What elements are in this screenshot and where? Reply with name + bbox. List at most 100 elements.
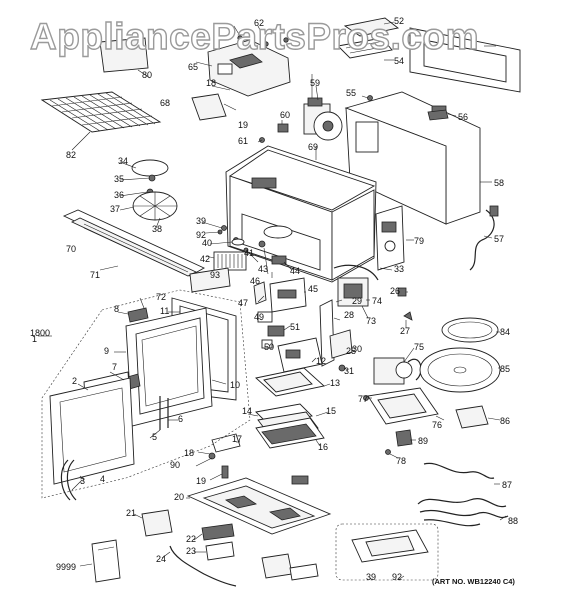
part-label-50: 50	[264, 342, 274, 352]
part-label-22: 22	[186, 534, 196, 544]
part-label-45: 45	[308, 284, 318, 294]
part-label-1800: 1800	[30, 328, 50, 338]
part-28-latch[interactable]	[319, 299, 353, 372]
part-9999-manual[interactable]	[91, 539, 121, 583]
part-label-24: 24	[156, 554, 166, 564]
part-58-outer-case[interactable]	[344, 91, 481, 225]
part-label-79: 79	[414, 236, 424, 246]
part-label-36: 36	[114, 190, 124, 200]
inset-detail-39-92[interactable]	[335, 523, 439, 581]
part-label-71: 71	[90, 270, 100, 280]
part-label-51: 51	[290, 322, 300, 332]
part-label-42: 42	[200, 254, 210, 264]
part-label-29: 29	[352, 296, 362, 306]
part-79-board[interactable]	[375, 205, 405, 271]
part-37-roller[interactable]	[131, 159, 178, 221]
part-label-4: 4	[100, 474, 105, 484]
part-label-35: 35	[114, 174, 124, 184]
part-87-88-harness[interactable]	[417, 462, 509, 527]
part-label-13: 13	[330, 378, 340, 388]
part-label-10: 10	[230, 380, 240, 390]
part-label-74: 74	[372, 296, 382, 306]
part-label-47: 47	[238, 298, 248, 308]
part-label-78: 78	[396, 456, 406, 466]
part-75-motor[interactable]	[373, 357, 422, 385]
part-label-6: 6	[178, 414, 183, 424]
part-label-2: 2	[72, 376, 77, 386]
part-85-turntable[interactable]	[419, 347, 501, 393]
part-label-23: 23	[186, 546, 196, 556]
part-label-40: 40	[202, 238, 212, 248]
part-52-54-vent[interactable]	[337, 17, 400, 59]
part-13-tray[interactable]	[255, 337, 325, 397]
part-label-60: 60	[280, 110, 290, 120]
part-label-55: 55	[346, 88, 356, 98]
part-label-31: 31	[344, 366, 354, 376]
part-label-9: 9	[104, 346, 109, 356]
part-label-86: 86	[500, 416, 510, 426]
part-label-1: 1	[32, 334, 37, 344]
part-82-grille[interactable]	[40, 91, 162, 133]
part-label-26: 26	[390, 286, 400, 296]
part-label-7: 7	[112, 362, 117, 372]
part-label-89: 89	[418, 436, 428, 446]
part-label-62: 62	[254, 18, 264, 28]
part-76-base[interactable]	[363, 387, 439, 425]
part-label-41: 41	[244, 248, 254, 258]
part-label-30: 30	[352, 344, 362, 354]
part-17-bracket[interactable]	[208, 433, 241, 479]
part-label-17: 17	[232, 434, 242, 444]
part-label-92-2: 92	[392, 572, 402, 582]
part-label-46: 46	[250, 276, 260, 286]
part-label-37: 37	[110, 204, 120, 214]
part-80-filter[interactable]	[99, 37, 149, 73]
part-label-38: 38	[152, 224, 162, 234]
part-label-84: 84	[500, 327, 510, 337]
part-label-77: 77	[358, 394, 368, 404]
leader-lines	[38, 21, 507, 581]
part-label-28: 28	[344, 310, 354, 320]
part-label-52: 52	[394, 16, 404, 26]
part-label-57: 57	[494, 234, 504, 244]
part-label-19: 19	[196, 476, 206, 486]
part-label-76: 76	[432, 420, 442, 430]
part-label-56: 56	[458, 112, 468, 122]
part-45-control[interactable]	[253, 277, 307, 313]
part-label-43: 43	[258, 264, 268, 274]
part-1800-door-assembly[interactable]	[41, 289, 251, 501]
part-label-73: 73	[366, 316, 376, 326]
part-label-90: 90	[170, 460, 180, 470]
part-59-blower[interactable]	[303, 97, 343, 141]
part-label-44: 44	[290, 266, 300, 276]
part-label-27: 27	[400, 326, 410, 336]
part-3-frame[interactable]	[409, 27, 521, 93]
part-68-plate[interactable]	[191, 93, 227, 121]
part-label-72: 72	[156, 292, 166, 302]
part-label-69: 69	[308, 142, 318, 152]
part-16-tray[interactable]	[255, 403, 325, 449]
part-label-88: 88	[508, 516, 518, 526]
part-cavity[interactable]	[225, 145, 377, 283]
part-label-18-2: 18	[206, 78, 216, 88]
part-label-39-2: 39	[366, 572, 376, 582]
part-label-14: 14	[242, 406, 252, 416]
part-label-85: 85	[500, 364, 510, 374]
part-drawings	[38, 17, 521, 587]
part-label-80: 80	[142, 70, 152, 80]
part-70-grille[interactable]	[62, 209, 205, 277]
part-label-19-2: 19	[238, 120, 248, 130]
part-42-vent[interactable]	[213, 251, 247, 271]
part-label-25: 25	[346, 346, 356, 356]
part-label-75: 75	[414, 342, 424, 352]
part-65-bracket[interactable]	[207, 39, 291, 97]
part-label-20: 20	[174, 492, 184, 502]
part-label-16: 16	[318, 442, 328, 452]
part-20-bottom[interactable]	[186, 475, 332, 535]
part-74-transformer[interactable]	[333, 264, 379, 307]
part-86-panel[interactable]	[455, 405, 489, 429]
part-label-8: 8	[114, 304, 119, 314]
part-84-ring[interactable]	[441, 317, 499, 343]
part-label-39: 39	[196, 216, 206, 226]
